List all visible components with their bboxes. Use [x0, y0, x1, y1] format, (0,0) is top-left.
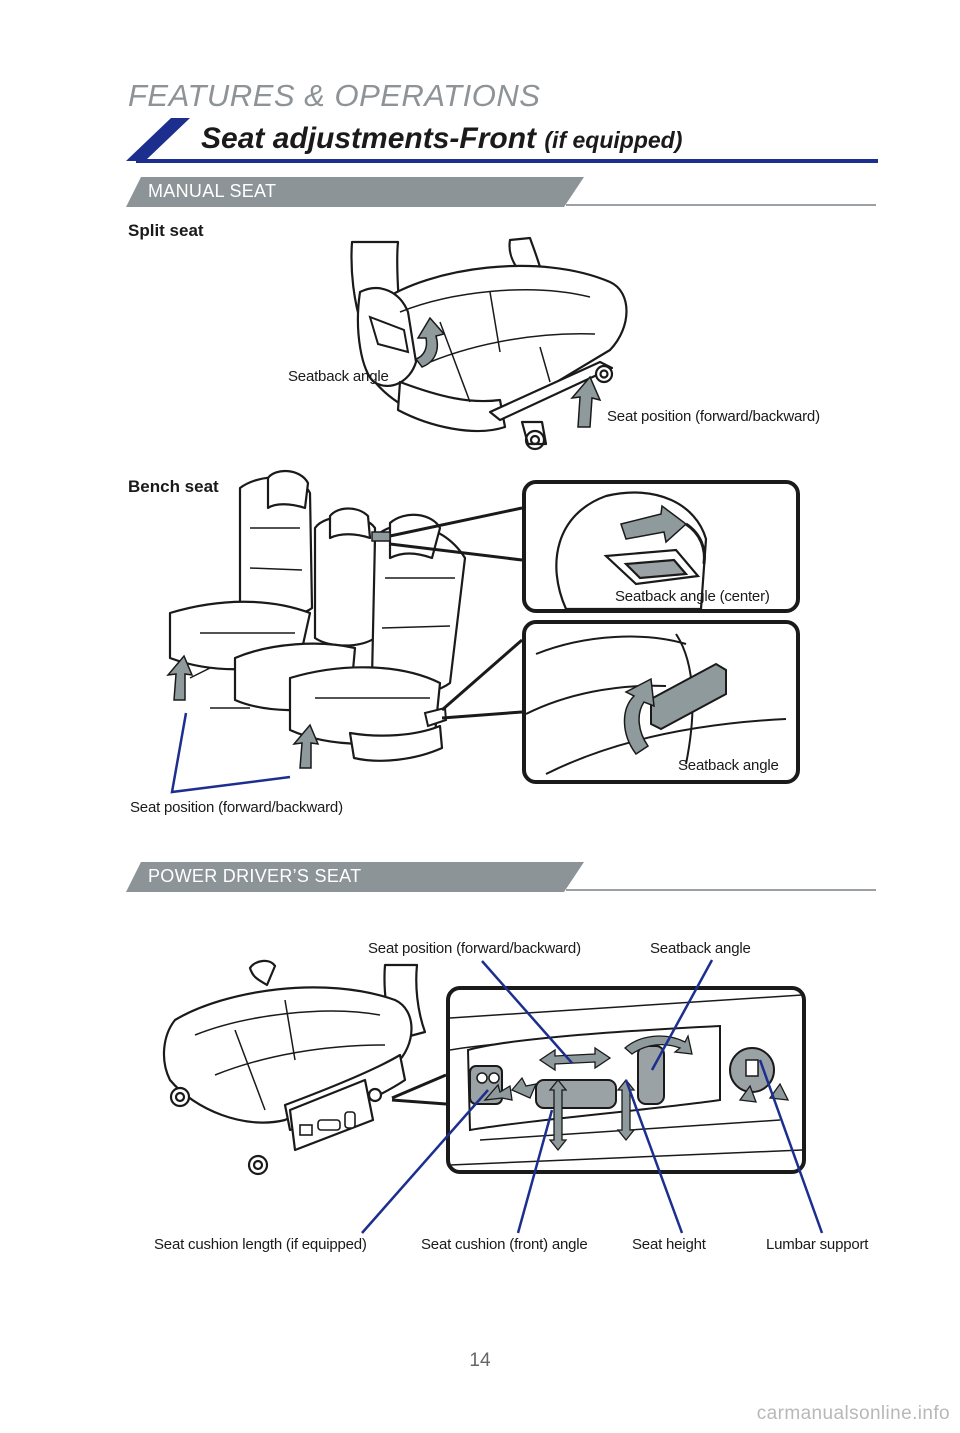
page-number: 14: [469, 1350, 491, 1371]
forward-backward-arrow: [538, 1046, 612, 1072]
bench-left-position-arrow: [166, 654, 194, 701]
bench-seat-position-label: Seat position (forward/backward): [130, 799, 343, 816]
bench-seat-label: Bench seat: [128, 477, 219, 496]
bench-seat-illustration: [166, 470, 467, 769]
power-seat-heading: POWER DRIVER’S SEAT: [148, 866, 362, 886]
lumbar-arrow-right: [768, 1082, 790, 1101]
seat-height-label: Seat height: [632, 1236, 706, 1253]
seat-position-arrow: [570, 375, 602, 428]
section-title: FEATURES & OPERATIONS: [128, 78, 541, 113]
page-title: Seat adjustments-Front (if equipped): [201, 122, 682, 156]
title-rule: [136, 159, 878, 163]
split-seatback-angle-label: Seatback angle: [288, 368, 389, 385]
bench-seatback-lever: [423, 706, 448, 728]
manual-seat-heading: MANUAL SEAT: [148, 181, 277, 201]
seatback-lever: [368, 315, 410, 354]
split-seat-position-label: Seat position (forward/backward): [607, 408, 820, 425]
bench-seatback-angle-label: Seatback angle: [678, 757, 779, 774]
power-seatback-angle-label: Seatback angle: [650, 940, 751, 957]
inset-seatback-illustration: [526, 633, 787, 775]
seatback-tilt-arrow: [624, 1034, 693, 1055]
inset-seatback-angle-center: [522, 480, 800, 613]
page-title-suffix: (if equipped): [544, 127, 683, 153]
inset-seatback-angle: [522, 620, 800, 784]
split-seat-illustration: [350, 236, 628, 451]
manual-seat-tab: [126, 177, 584, 207]
bench-right-position-arrow: [292, 723, 320, 769]
lumbar-support-label: Lumbar support: [766, 1236, 869, 1253]
watermark: carmanualsonline.info: [756, 1403, 950, 1424]
cushion-length-arrow: [483, 1083, 513, 1101]
power-seat-position-label: Seat position (forward/backward): [368, 940, 581, 957]
cushion-length-arrow-2: [510, 1076, 538, 1099]
cushion-length-label: Seat cushion length (if equipped): [154, 1236, 367, 1253]
power-controls-illustration: [450, 994, 802, 1166]
seatback-angle-center-label: Seatback angle (center): [615, 588, 770, 605]
power-seat-illustration: [162, 959, 427, 1176]
inset-center-illustration: [555, 491, 708, 609]
power-seat-rule: [566, 889, 876, 891]
page-title-band: Seat adjustments-Front (if equipped): [126, 118, 878, 164]
cushion-front-angle-label: Seat cushion (front) angle: [421, 1236, 588, 1253]
manual-seat-rule: [566, 204, 876, 206]
center-latch: [371, 531, 391, 542]
seatback-angle-curved-arrow: [623, 677, 655, 756]
manual-seat-heading-bar: MANUAL SEAT: [126, 177, 876, 207]
seatback-angle-arrow: [414, 316, 446, 368]
power-seat-tab: [126, 862, 584, 892]
split-seat-label: Split seat: [128, 221, 204, 240]
lumbar-arrow-left: [738, 1084, 757, 1103]
inset-power-controls: [446, 986, 806, 1174]
power-seat-heading-bar: POWER DRIVER’S SEAT: [126, 862, 876, 892]
center-seatback-arrow: [620, 504, 688, 544]
seatback-lever-large: [650, 662, 727, 731]
seat-height-arrow: [616, 1078, 636, 1142]
cushion-angle-arrow: [548, 1078, 568, 1152]
page-title-main: Seat adjustments-Front: [201, 122, 537, 155]
